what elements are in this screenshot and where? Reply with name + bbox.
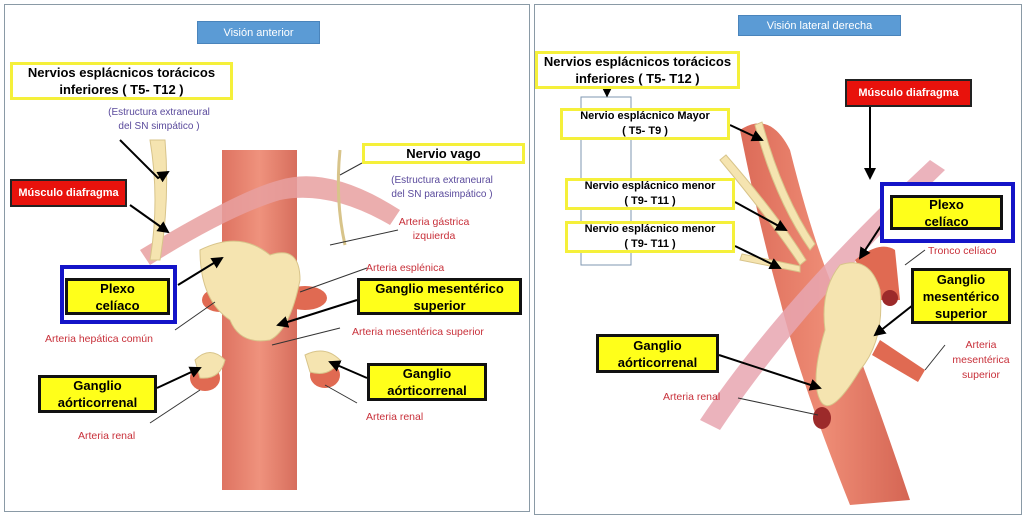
label-thoracic-splanchnic-nerves: Nervios esplácnicos torácicos inferiores … [10,62,233,100]
label-common-hepatic-artery: Arteria hepática común [45,332,153,346]
label-line: Nervio esplácnico Mayor [580,110,710,122]
note-line: del SN simpático ) [118,121,200,132]
note-line: (Estructura extraneural [391,175,493,186]
label-line: Nervio vago [406,146,481,161]
label-lesser-splanchnic-nerve-1: Nervio esplácnico menor ( T9- T11 ) [565,178,735,210]
label-line: ( T9- T11 ) [624,195,676,207]
right-leader-lines [737,249,946,416]
label-line: inferiores ( T5- T12 ) [59,82,184,97]
label-line: Arteria renal [78,430,136,442]
label-splenic-artery: Arteria esplénica [366,261,444,275]
label-line: Ganglio [936,271,986,287]
label-line: Músculo diafragma [858,87,959,99]
label-line: Músculo diafragma [18,187,119,199]
label-line: Ganglio [402,366,452,381]
label-line: Arteria renal [366,411,424,423]
left-pointer-lines [119,139,368,389]
label-line: aórticorrenal [387,383,467,398]
label-diaphragm-muscle-lateral: Músculo diafragma [845,79,972,107]
label-line: Arteria renal [663,391,721,403]
label-line: Nervio esplácnico menor [584,223,716,235]
label-line: superior [962,369,1000,381]
label-line: Arteria esplénica [366,262,445,274]
label-line: Nervios esplácnicos torácicos [543,54,732,69]
label-renal-artery-left: Arteria renal [78,429,135,443]
label-line: Ganglio [73,378,122,393]
label-left-gastric-artery: Arteria gástrica izquierda [394,215,474,243]
label-aorticorenal-ganglion-left: Ganglio aórticorrenal [38,375,157,413]
label-line: Plexo [100,280,135,296]
label-line: inferiores ( T5- T12 ) [575,71,700,86]
label-line: mesentérico [922,288,1000,304]
label-line: Arteria [965,339,997,351]
label-line: celíaco [924,213,969,229]
label-line: Tronco celíaco [928,245,997,257]
note-parasympathetic: (Estructura extraneural del SN parasimpát… [378,174,506,202]
label-line: mesentérica [952,354,1010,366]
label-superior-mesenteric-artery-lateral: Arteria mesentérica superior [945,338,1017,383]
label-thoracic-splanchnic-nerves-lateral: Nervios esplácnicos torácicos inferiores … [535,51,740,89]
label-line: izquierda [412,230,456,242]
note-line: del SN parasimpático ) [391,189,493,200]
note-sympathetic: (Estructura extraneural del SN simpático … [98,106,220,134]
left-leader-lines [149,162,399,424]
view-label-anterior: Visión anterior [197,21,320,44]
label-line: Arteria gástrica [398,216,470,228]
view-label-text: Visión anterior [223,26,294,39]
label-renal-artery-lateral: Arteria renal [663,390,720,404]
label-line: celíaco [95,297,140,313]
left-diaphragm [140,176,400,265]
label-vagus-nerve: Nervio vago [362,143,525,164]
label-line: Ganglio [633,337,682,353]
label-line: ( T5- T9 ) [622,125,668,137]
label-line: aórticorrenal [57,395,138,410]
label-line: aórticorrenal [617,354,698,370]
label-line: Plexo [929,196,964,212]
note-line: (Estructura extraneural [108,107,210,118]
view-label-right-lateral: Visión lateral derecha [738,15,901,36]
label-line: Arteria mesentérica superior [352,326,484,338]
label-line: Nervios esplácnicos torácicos [27,65,216,80]
label-superior-mesenteric-artery: Arteria mesentérica superior [352,325,484,339]
label-line: Arteria hepática común [45,333,153,345]
label-line: superior [413,297,466,313]
view-label-text: Visión lateral derecha [766,19,873,32]
label-renal-artery-right: Arteria renal [366,410,423,424]
label-line: superior [934,305,987,321]
right-branches [813,246,925,429]
label-greater-splanchnic-nerve: Nervio esplácnico Mayor ( T5- T9 ) [560,108,730,140]
label-line: ( T9- T11 ) [624,238,676,250]
label-lesser-splanchnic-nerve-2: Nervio esplácnico menor ( T9- T11 ) [565,221,735,253]
label-diaphragm-muscle: Músculo diafragma [10,179,127,207]
label-line: Ganglio mesentérico [375,280,504,296]
label-aorticorenal-ganglion-right: Ganglio aórticorrenal [367,363,487,401]
label-line: Nervio esplácnico menor [584,180,716,192]
label-celiac-trunk: Tronco celíaco [928,244,996,258]
